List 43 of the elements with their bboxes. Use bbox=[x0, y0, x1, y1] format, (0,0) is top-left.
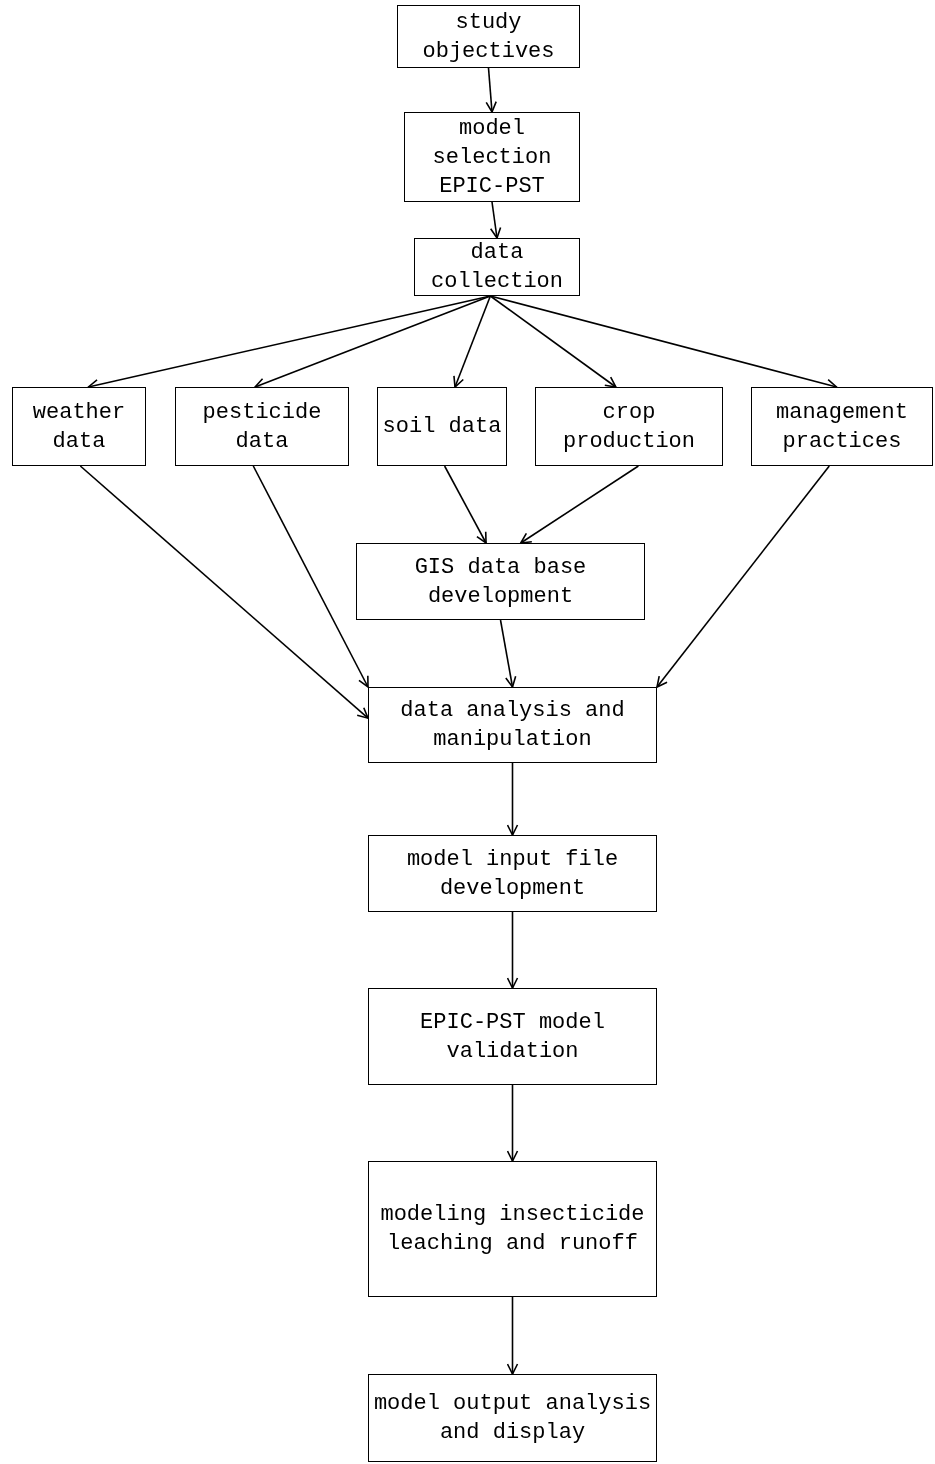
arrow bbox=[453, 295, 492, 388]
process-box bbox=[377, 387, 507, 466]
process-box bbox=[356, 543, 645, 620]
arrow bbox=[499, 619, 517, 688]
process-box bbox=[751, 387, 933, 466]
arrow bbox=[489, 295, 617, 388]
box-label: model selection EPIC-PST bbox=[431, 114, 553, 201]
process-box bbox=[414, 238, 580, 296]
process-box bbox=[368, 1161, 657, 1297]
box-label: soil data bbox=[381, 413, 503, 441]
box-label: weather data bbox=[31, 398, 127, 456]
box-label: EPIC-PST model validation bbox=[419, 1008, 606, 1066]
arrow bbox=[506, 1084, 519, 1162]
process-box bbox=[535, 387, 723, 466]
box-label: model input file development bbox=[405, 845, 620, 903]
arrow bbox=[506, 762, 519, 836]
box-label: GIS data base development bbox=[413, 553, 588, 611]
arrow bbox=[79, 465, 369, 719]
box-label: crop production bbox=[562, 398, 696, 456]
box-label: data collection bbox=[430, 239, 564, 296]
arrow bbox=[656, 465, 831, 688]
arrow bbox=[506, 911, 519, 989]
box-label: study objectives bbox=[421, 8, 556, 66]
process-box bbox=[368, 988, 657, 1085]
arrow bbox=[252, 465, 369, 688]
process-box bbox=[12, 387, 146, 466]
box-label: pesticide data bbox=[201, 398, 323, 456]
process-box bbox=[368, 835, 657, 912]
arrow bbox=[506, 1296, 519, 1375]
arrow bbox=[485, 67, 497, 113]
box-label: modeling insecticide leaching and runoff bbox=[379, 1201, 646, 1258]
process-box bbox=[368, 687, 657, 763]
box-label: management practices bbox=[775, 398, 909, 456]
arrow bbox=[443, 465, 487, 544]
process-box bbox=[404, 112, 580, 202]
process-box bbox=[175, 387, 349, 466]
arrow bbox=[519, 465, 640, 544]
process-box bbox=[368, 1374, 657, 1462]
process-box bbox=[397, 5, 580, 68]
box-label: model output analysis and display bbox=[372, 1390, 653, 1447]
arrow bbox=[489, 201, 502, 239]
box-label: data analysis and manipulation bbox=[399, 697, 626, 754]
arrow bbox=[254, 295, 492, 389]
